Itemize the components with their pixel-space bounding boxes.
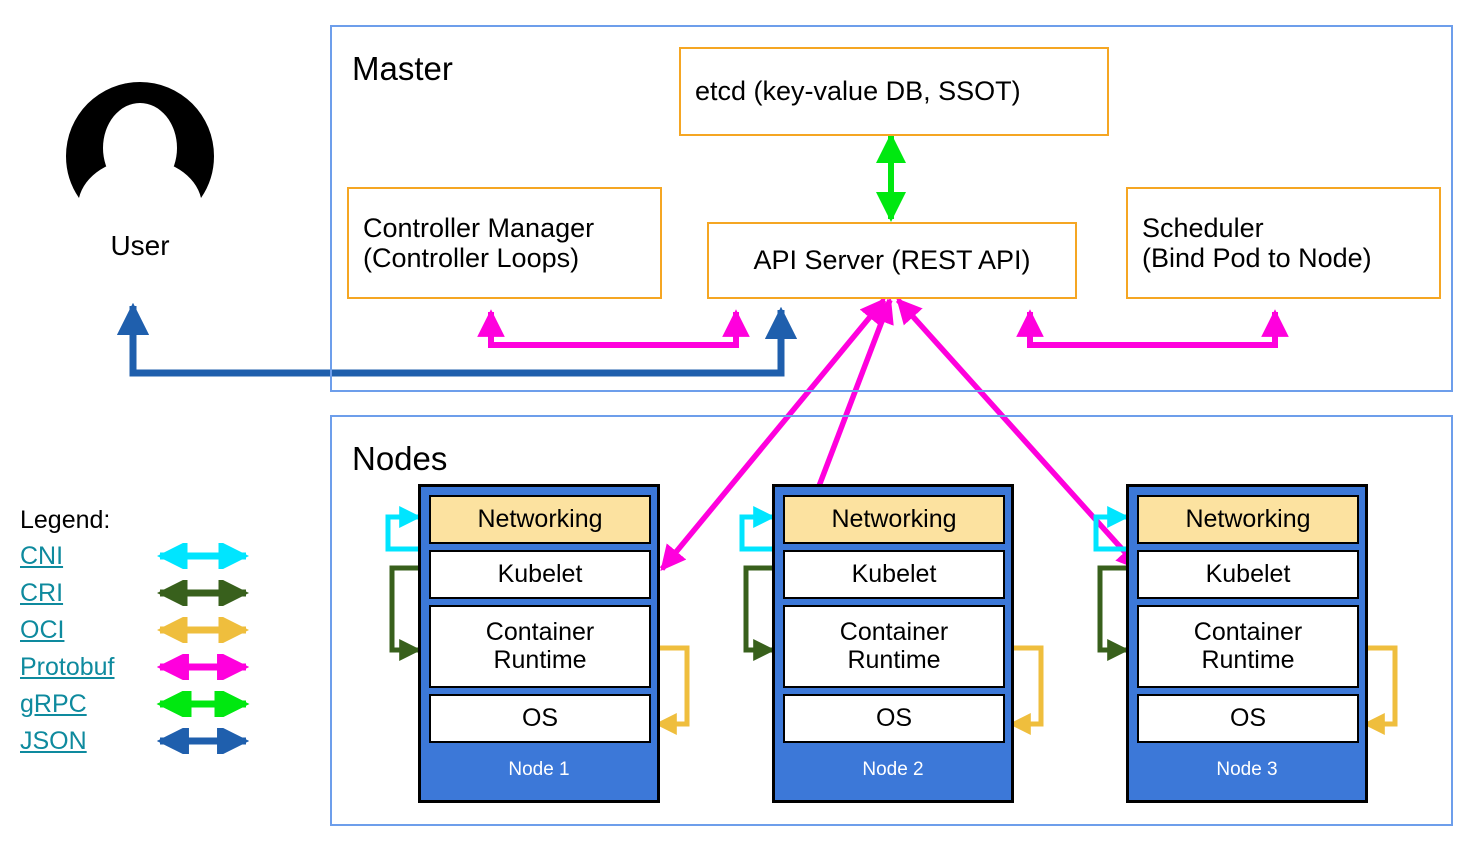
node-3-container-runtime-line2: Runtime	[1201, 645, 1295, 674]
legend-label-oci[interactable]: OCI	[20, 615, 65, 644]
legend-arrow-oci	[156, 617, 250, 643]
legend-arrow-protobuf	[156, 654, 250, 680]
node-1-container-runtime-box[interactable]: Container Runtime	[429, 605, 651, 688]
nodes-group-container	[330, 415, 1453, 826]
node-1-kubelet-box[interactable]: Kubelet	[429, 550, 651, 599]
legend-arrow-grpc	[156, 691, 250, 717]
etcd-box[interactable]: etcd (key-value DB, SSOT)	[679, 47, 1109, 136]
legend-label-cri[interactable]: CRI	[20, 578, 64, 607]
node-1-os-box[interactable]: OS	[429, 694, 651, 743]
node-2-container-runtime-line2: Runtime	[847, 645, 941, 674]
node-3-label: Node 3	[1216, 759, 1278, 780]
api-server-label: API Server (REST API)	[753, 245, 1031, 276]
user-avatar-icon	[65, 82, 215, 198]
node-3-container-runtime-box[interactable]: Container Runtime	[1137, 605, 1359, 688]
master-group-container	[330, 25, 1453, 392]
controller-manager-box[interactable]: Controller Manager (Controller Loops)	[347, 187, 662, 299]
controller-manager-label-line2: (Controller Loops)	[363, 243, 580, 273]
legend-item-cni[interactable]: CNI	[20, 541, 260, 571]
api-server-box[interactable]: API Server (REST API)	[707, 222, 1077, 299]
master-group-title: Master	[352, 50, 453, 87]
scheduler-label-line2: (Bind Pod to Node)	[1142, 243, 1372, 273]
node-card-node-1[interactable]: Networking Kubelet Container Runtime OS …	[418, 484, 660, 803]
node-3-os-box[interactable]: OS	[1137, 694, 1359, 743]
node-1-container-runtime-line1: Container	[485, 618, 595, 646]
node-2-label: Node 2	[862, 759, 924, 780]
node-3-container-runtime-line1: Container	[1193, 618, 1303, 646]
node-2-container-runtime-box[interactable]: Container Runtime	[783, 605, 1005, 688]
legend-title: Legend:	[20, 506, 111, 534]
scheduler-box[interactable]: Scheduler (Bind Pod to Node)	[1126, 187, 1441, 299]
node-3-kubelet-box[interactable]: Kubelet	[1137, 550, 1359, 599]
node-1-networking-box[interactable]: Networking	[429, 495, 651, 544]
legend-item-protobuf[interactable]: Protobuf	[20, 652, 260, 682]
node-2-container-runtime-line1: Container	[839, 618, 949, 646]
controller-manager-label-line1: Controller Manager	[363, 212, 595, 243]
legend-arrow-cri	[156, 580, 250, 606]
node-2-networking-box[interactable]: Networking	[783, 495, 1005, 544]
scheduler-label-line1: Scheduler	[1142, 212, 1264, 243]
node-1-container-runtime-line2: Runtime	[493, 645, 587, 674]
node-card-node-2[interactable]: Networking Kubelet Container Runtime OS …	[772, 484, 1014, 803]
legend-arrow-cni	[156, 543, 250, 569]
user-label: User	[110, 230, 170, 261]
node-2-os-box[interactable]: OS	[783, 694, 1005, 743]
legend-arrow-json	[156, 728, 250, 754]
node-1-label: Node 1	[508, 759, 570, 780]
legend-item-json[interactable]: JSON	[20, 726, 260, 756]
legend-label-cni[interactable]: CNI	[20, 541, 64, 570]
legend-item-grpc[interactable]: gRPC	[20, 689, 260, 719]
legend-item-oci[interactable]: OCI	[20, 615, 260, 645]
legend-label-json[interactable]: JSON	[20, 726, 87, 755]
legend-label-protobuf[interactable]: Protobuf	[20, 652, 115, 681]
user-figure: User	[60, 78, 220, 268]
node-2-kubelet-box[interactable]: Kubelet	[783, 550, 1005, 599]
etcd-label: etcd (key-value DB, SSOT)	[695, 76, 1021, 107]
node-3-networking-box[interactable]: Networking	[1137, 495, 1359, 544]
legend-item-cri[interactable]: CRI	[20, 578, 260, 608]
nodes-group-title: Nodes	[352, 440, 448, 477]
legend-label-grpc[interactable]: gRPC	[20, 689, 87, 718]
node-card-node-3[interactable]: Networking Kubelet Container Runtime OS …	[1126, 484, 1368, 803]
